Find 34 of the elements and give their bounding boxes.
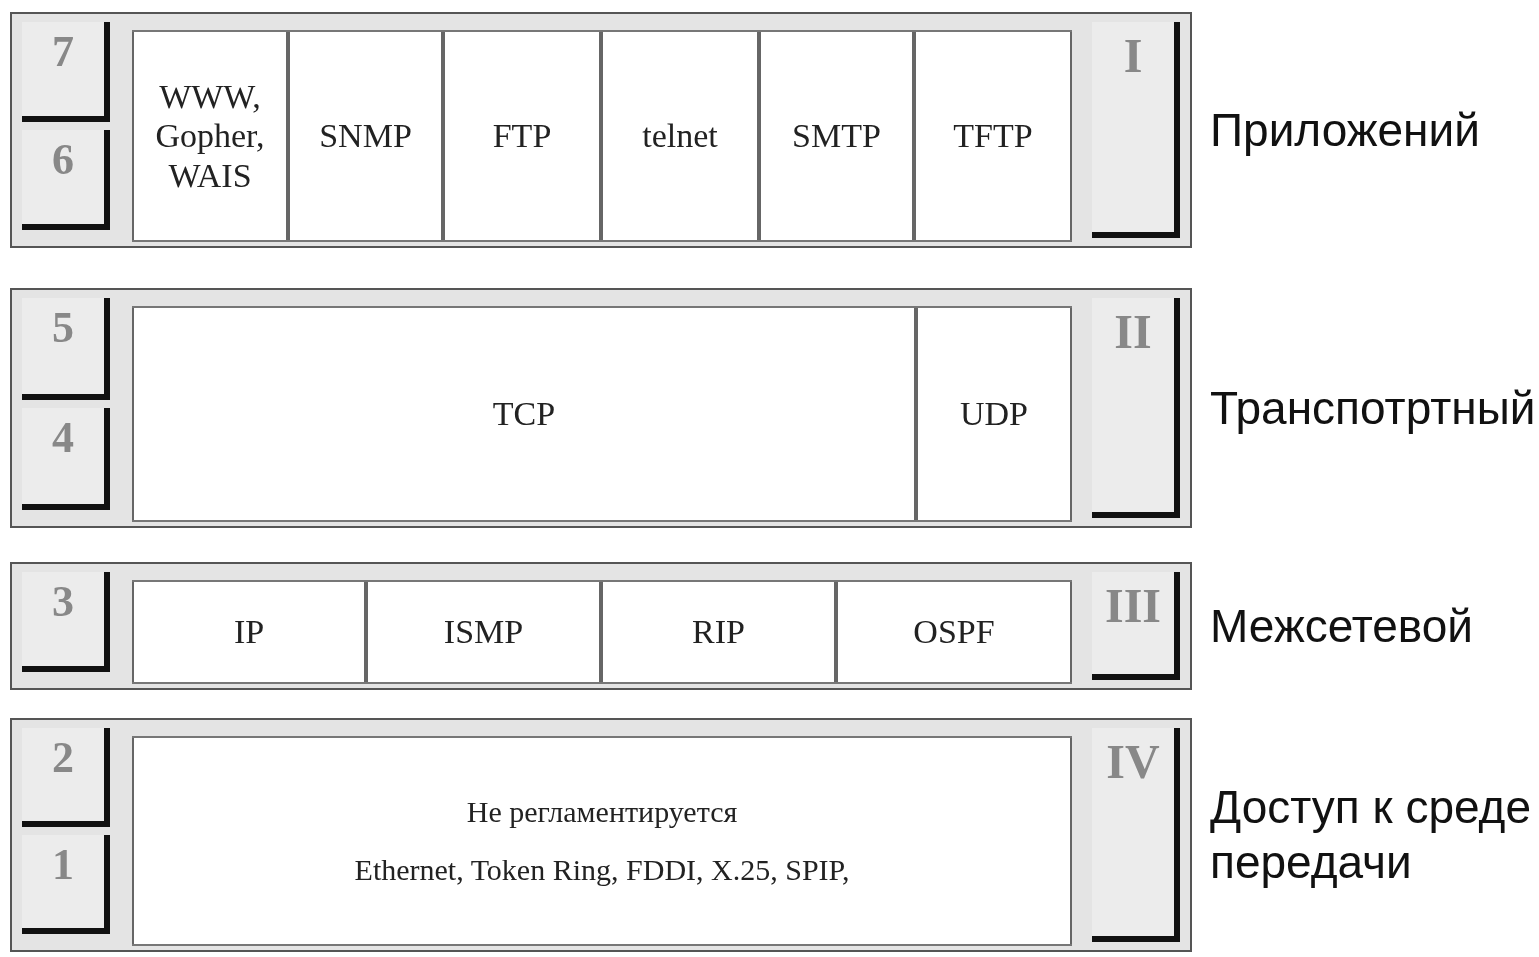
protocol-cell: SMTP xyxy=(759,32,914,240)
protocol-cell: RIP xyxy=(601,582,836,682)
protocol-cell: TCP xyxy=(132,308,916,520)
protocol-cell: SNMP xyxy=(288,32,443,240)
protocol-cell: FTP xyxy=(443,32,601,240)
layer-number: 2 xyxy=(22,728,110,827)
protocol-panel xyxy=(132,738,1072,944)
layer-band xyxy=(10,288,1192,528)
layer-numeral: IV xyxy=(1092,728,1180,942)
layer-band xyxy=(10,562,1192,690)
layer-number: 4 xyxy=(22,408,110,510)
protocol-cell: telnet xyxy=(601,32,759,240)
layer-number: 6 xyxy=(22,130,110,230)
cell-text: Ethernet, Token Ring, FDDI, X.25, SPIP, xyxy=(354,853,850,888)
layer-numeral: III xyxy=(1092,572,1180,680)
protocol-cell: TFTP xyxy=(914,32,1072,240)
layer-band xyxy=(10,718,1192,952)
layer-name: Транспотртный xyxy=(1210,380,1535,436)
protocol-cell: UDP xyxy=(916,308,1072,520)
protocol-cell: WWW, Gopher, WAIS xyxy=(132,32,288,240)
layer-name: Приложений xyxy=(1210,102,1481,158)
layer-number: 1 xyxy=(22,835,110,934)
layer-name: Межсетевой xyxy=(1210,598,1475,654)
layer-number: 3 xyxy=(22,572,110,672)
layer-numeral: I xyxy=(1092,22,1180,238)
layer-number: 7 xyxy=(22,22,110,122)
layer-name: Доступ к среде передачи xyxy=(1210,780,1532,891)
layer-number: 5 xyxy=(22,298,110,400)
layer-numeral: II xyxy=(1092,298,1180,518)
protocol-cell: IP xyxy=(132,582,366,682)
cell-heading: Не регламентируется xyxy=(466,794,738,829)
layer-band xyxy=(10,12,1192,248)
protocol-cell: OSPF xyxy=(836,582,1072,682)
protocol-cell: ISMP xyxy=(366,582,601,682)
